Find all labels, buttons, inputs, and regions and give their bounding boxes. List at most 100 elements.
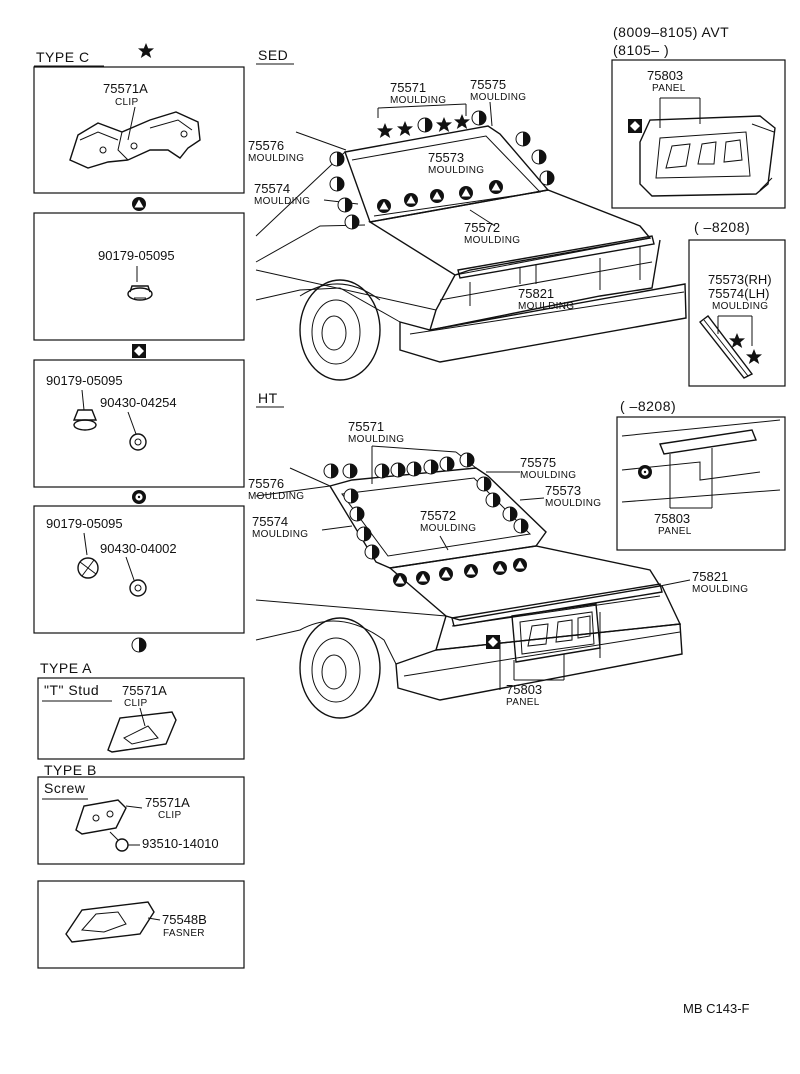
r-moulding-label: MOULDING <box>712 301 768 312</box>
sed-75573-label: MOULDING <box>428 165 484 176</box>
triangle-marker-icon <box>459 186 473 200</box>
mid-75803-label: PANEL <box>658 526 692 537</box>
triangle-marker-icon <box>404 193 418 207</box>
type-a-clip-drawing <box>107 707 177 753</box>
ht-75821-label: MOULDING <box>692 584 748 595</box>
half-circle-marker-icon <box>356 526 372 542</box>
triangle-marker-icon <box>489 180 503 194</box>
half-circle-marker-icon <box>364 544 380 560</box>
triangle-marker-icon <box>132 197 146 211</box>
star-marker-icon <box>454 114 470 129</box>
avt-panel-box <box>611 59 786 209</box>
ht-75821-part-number: 75821 <box>692 569 728 584</box>
fasner-part-number: 75548B <box>162 912 207 927</box>
ht-75803-part-number: 75803 <box>506 682 542 697</box>
star-marker-icon <box>397 121 413 136</box>
p90179-b-part-number: 90179-05095 <box>46 373 123 388</box>
half-circle-marker-icon <box>329 176 345 192</box>
p90179-c-part-number: 90179-05095 <box>46 516 123 531</box>
type-c-clip-box <box>33 66 245 194</box>
mid-75803-part-number: 75803 <box>654 511 690 526</box>
dot-circle-marker-icon <box>638 465 652 479</box>
type-b-heading: TYPE B <box>44 762 97 778</box>
fasner-box <box>37 880 245 969</box>
triangle-marker-icon <box>377 199 391 213</box>
star-marker-icon <box>746 349 762 364</box>
ht-75574-part-number: 75574 <box>252 514 288 529</box>
half-circle-marker-icon <box>406 461 422 477</box>
half-circle-marker-icon <box>502 506 518 522</box>
clip-nut-drawing-b <box>72 389 147 451</box>
triangle-marker-icon <box>513 558 527 572</box>
rh-lh-moulding-box <box>688 239 786 387</box>
c-clip-label: CLIP <box>115 97 138 108</box>
sed-75571-part-number: 75571 <box>390 80 426 95</box>
r-75573-part-number: 75573(RH) <box>708 272 772 287</box>
ht-75575-label: MOULDING <box>520 470 576 481</box>
sed-75572-part-number: 75572 <box>464 220 500 235</box>
sedan-body-drawing <box>255 125 687 381</box>
r-75574-part-number: 75574(LH) <box>708 286 769 301</box>
p90179-a-part-number: 90179-05095 <box>98 248 175 263</box>
ht-75572-label: MOULDING <box>420 523 476 534</box>
star-marker-icon <box>436 117 452 132</box>
ht-75576-label: MOULDING <box>248 491 304 502</box>
type-b-box <box>37 776 245 865</box>
sed-75574-label: MOULDING <box>254 196 310 207</box>
half-circle-marker-icon <box>342 463 358 479</box>
p90430-b-part-number: 90430-04002 <box>100 541 177 556</box>
b-clip-part-number: 75571A <box>145 795 190 810</box>
type-b-clip-drawing <box>75 799 143 852</box>
p90430-a-part-number: 90430-04254 <box>100 395 177 410</box>
sed-75572-label: MOULDING <box>464 235 520 246</box>
half-circle-marker-icon <box>539 170 555 186</box>
ht-75571-label: MOULDING <box>348 434 404 445</box>
diamond-marker-icon <box>486 635 500 649</box>
dot-circle-marker-icon <box>132 490 146 504</box>
sed-75821-part-number: 75821 <box>518 286 554 301</box>
half-circle-marker-icon <box>476 476 492 492</box>
type-a-heading: TYPE A <box>40 660 92 676</box>
avt-75803-part-number: 75803 <box>647 68 683 83</box>
half-circle-marker-icon <box>485 492 501 508</box>
half-circle-marker-icon <box>459 452 475 468</box>
ht-heading: HT <box>258 390 278 406</box>
type-a-box <box>37 677 245 760</box>
rh-lh-moulding-drawing <box>699 315 754 379</box>
triangle-marker-icon <box>439 567 453 581</box>
half-circle-marker-icon <box>423 459 439 475</box>
sed-75571-label: MOULDING <box>390 95 446 106</box>
half-circle-marker-icon <box>417 117 433 133</box>
half-circle-marker-icon <box>531 149 547 165</box>
star-marker-icon <box>138 43 154 58</box>
half-circle-marker-icon <box>374 463 390 479</box>
b-screw-part-number: 93510-14010 <box>142 836 219 851</box>
avt-75803-label: PANEL <box>652 83 686 94</box>
sed-75575-part-number: 75575 <box>470 77 506 92</box>
half-circle-marker-icon <box>515 131 531 147</box>
b-clip-label: CLIP <box>158 810 181 821</box>
half-circle-marker-icon <box>131 637 147 653</box>
panel-8208-drawing <box>621 419 781 509</box>
clip-nut-drawing-a <box>127 266 153 301</box>
sed-75576-label: MOULDING <box>248 153 304 164</box>
ht-75574-label: MOULDING <box>252 529 308 540</box>
half-circle-marker-icon <box>344 214 360 230</box>
triangle-marker-icon <box>493 561 507 575</box>
type-triangle-box <box>33 212 245 341</box>
avt-panel-drawing <box>639 97 776 197</box>
sed-75573-part-number: 75573 <box>428 150 464 165</box>
half-circle-marker-icon <box>343 488 359 504</box>
box-8208-mid-heading: ( –8208) <box>620 398 676 414</box>
c-clip-part-number: 75571A <box>103 81 148 96</box>
half-circle-marker-icon <box>471 110 487 126</box>
t-stud-label: "T" Stud <box>44 682 99 698</box>
triangle-marker-icon <box>430 189 444 203</box>
a-clip-label: CLIP <box>124 698 147 709</box>
half-circle-marker-icon <box>329 151 345 167</box>
half-circle-marker-icon <box>513 518 529 534</box>
half-circle-marker-icon <box>349 506 365 522</box>
panel-8208-box <box>616 416 786 551</box>
ht-75575-part-number: 75575 <box>520 455 556 470</box>
triangle-marker-icon <box>416 571 430 585</box>
